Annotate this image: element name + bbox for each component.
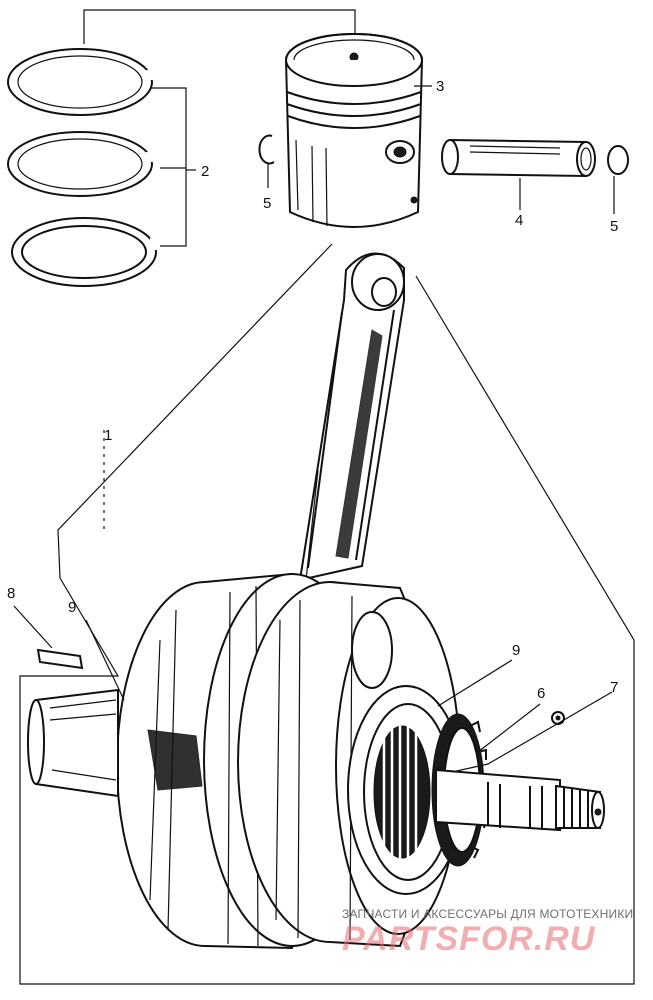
- splined-hub: [347, 685, 465, 895]
- callout-2: 2: [201, 163, 209, 180]
- callout-1: 1: [104, 427, 112, 444]
- watermark-tagline: ЗАПЧАСТИ И АКСЕССУАРЫ ДЛЯ МОТОТЕХНИКИ: [342, 907, 633, 921]
- callout-6: 6: [537, 685, 545, 702]
- piston-ring-set: [7, 48, 196, 287]
- piston-ring-top: [7, 48, 157, 116]
- watermark: ЗАПЧАСТИ И АКСЕССУАРЫ ДЛЯ МОТОТЕХНИКИ PA…: [342, 907, 633, 958]
- callout-5-left: 5: [263, 195, 271, 212]
- piston-ring-oil: [11, 217, 162, 287]
- ring-group-bracket: [83, 9, 356, 44]
- watermark-brand: PARTSFOR.RU: [342, 920, 596, 958]
- callout-leaders: [85, 619, 613, 773]
- ring-callout-leader: [150, 87, 187, 247]
- piston-pin: [441, 138, 596, 210]
- callout-8: 8: [7, 585, 15, 602]
- piston-ring-middle: [7, 131, 158, 197]
- crankshaft-right-output: [435, 768, 605, 832]
- piston: [285, 33, 432, 228]
- circlip-left: [258, 134, 275, 188]
- connecting-rod: [298, 252, 405, 582]
- callout-9-right: 9: [512, 642, 520, 659]
- crank-assembly-bracket: [19, 243, 635, 985]
- crankshaft-left-taper: [27, 688, 119, 798]
- callout-4: 4: [515, 212, 523, 229]
- callout-9-left: 9: [68, 599, 76, 616]
- callout-labels: 1 2 3 4 5 5 6 7 8 9 9: [7, 78, 618, 702]
- circlip-right: [607, 145, 629, 214]
- callout-3: 3: [436, 78, 444, 95]
- woodruff-key: [13, 605, 84, 670]
- callout-5-right: 5: [610, 218, 618, 235]
- washer: [551, 711, 565, 725]
- callout-7: 7: [610, 679, 618, 696]
